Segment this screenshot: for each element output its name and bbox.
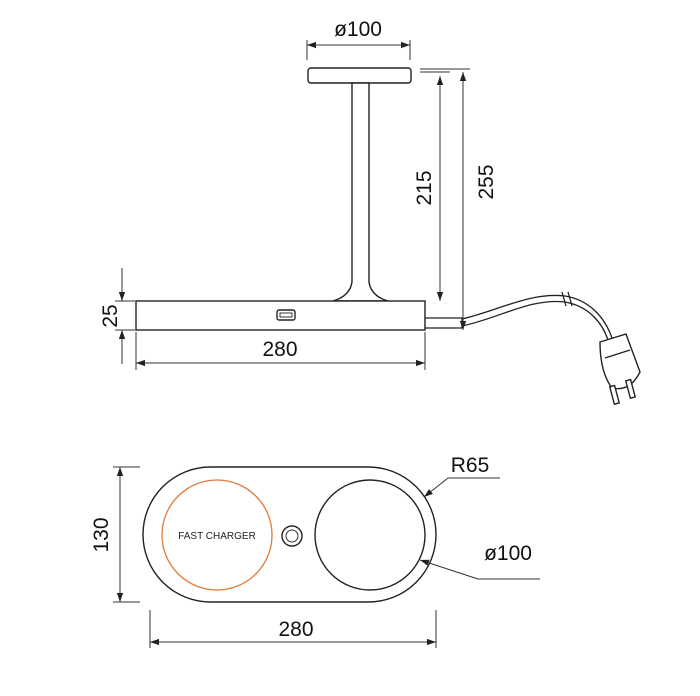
- pad-leader: [419, 559, 479, 580]
- dim-base-length-label: 280: [262, 338, 297, 361]
- dim-total-height-label: 255: [475, 164, 498, 199]
- usb-port-inner: [279, 312, 293, 318]
- cable-mark: [561, 291, 567, 307]
- fast-charger-label: FAST CHARGER: [178, 531, 256, 542]
- power-cable: [461, 294, 613, 339]
- plug-pin-1: [608, 384, 621, 406]
- radius-leader: [423, 477, 449, 498]
- cable-stub: [425, 317, 463, 329]
- cable-mark-2: [567, 291, 573, 307]
- touch-button: [281, 525, 303, 547]
- lamp-head: [307, 67, 412, 84]
- power-cable-2: [461, 300, 609, 341]
- dim-base-height-label: 25: [99, 304, 122, 327]
- touch-button-inner: [285, 529, 299, 543]
- dim-length-label: 280: [278, 618, 313, 641]
- dim-top-diameter-label: ø100: [334, 18, 382, 41]
- lamp-head-top-view: [314, 479, 426, 591]
- dim-radius-label: R65: [451, 454, 490, 477]
- plug-line: [604, 349, 631, 359]
- fast-charger-ring: [161, 479, 273, 591]
- dim-width-label: 130: [90, 517, 113, 552]
- dim-stem-height-label: 215: [413, 170, 436, 205]
- power-plug: [599, 333, 641, 390]
- plug-pin-2: [624, 378, 637, 400]
- dim-pad-diameter-label: ø100: [484, 542, 532, 565]
- top-view: FAST CHARGER R65 ø100 130 280: [90, 454, 540, 648]
- side-view: ø100 215 255 25 280: [99, 18, 641, 406]
- lamp-stem: [332, 82, 389, 302]
